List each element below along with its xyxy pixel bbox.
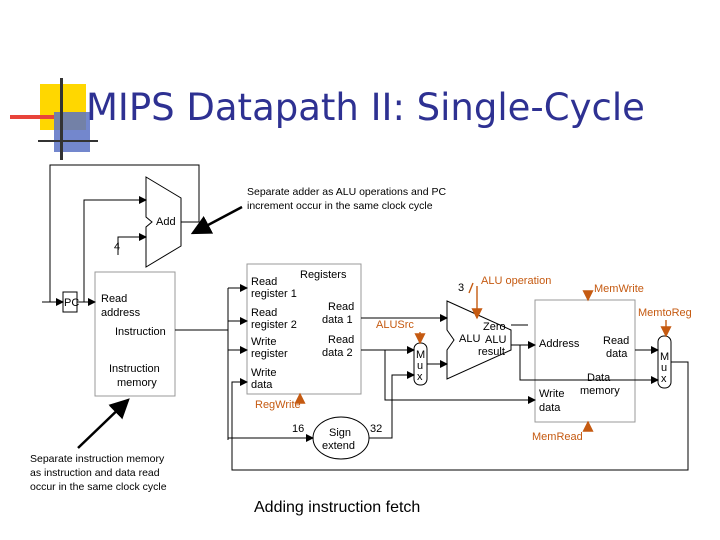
mux2-x: x: [661, 373, 667, 385]
memwrite-label: MemWrite: [594, 283, 644, 295]
registers-title: Registers: [300, 269, 347, 281]
alu-label-1: ALU: [459, 333, 480, 345]
alu-zero: Zero: [483, 321, 506, 333]
imem-note-2: as instruction and data read: [30, 467, 160, 479]
add-label: Add: [156, 216, 176, 228]
deco-horizontal-line: [38, 140, 98, 142]
deco-red-bar: [10, 115, 54, 119]
imem-instruction: Instruction: [115, 326, 166, 338]
imem-name-2: memory: [117, 377, 157, 389]
sign-extend: Sign extend 16 32: [292, 416, 382, 460]
alu-operation-label: ALU operation: [481, 275, 551, 287]
register-file: Registers Read register 1 Read register …: [246, 263, 362, 395]
write-data-b: data: [251, 379, 273, 391]
data-memory: Address Read data Write data Data memory: [534, 299, 636, 423]
deco-vertical-line: [60, 78, 63, 160]
dmem-write-data-a: Write: [539, 388, 564, 400]
alu-result: result: [478, 346, 505, 358]
alu-op-bits: 3: [458, 282, 464, 294]
slide-title: MIPS Datapath II: Single-Cycle: [86, 86, 645, 129]
imem-name-1: Instruction: [109, 363, 160, 375]
alusrc-label: ALUSrc: [376, 319, 414, 331]
adder-annotation: Separate adder as ALU operations and PC …: [190, 186, 446, 235]
pc-adder: Add: [145, 176, 182, 268]
dmem-name-1: Data: [587, 372, 611, 384]
write-reg-b: register: [251, 348, 288, 360]
alusrc-mux: M u x: [413, 342, 428, 386]
control-lines: [294, 282, 672, 432]
dmem-address: Address: [539, 338, 580, 350]
write-reg-a: Write: [251, 336, 276, 348]
regwrite-label: RegWrite: [255, 399, 301, 411]
slide-caption: Adding instruction fetch: [254, 499, 420, 516]
mux2-m: M: [660, 351, 669, 363]
read-reg1-a: Read: [251, 276, 277, 288]
sign-label-2: extend: [322, 440, 355, 452]
read-reg1-b: register 1: [251, 288, 297, 300]
mux1-u: u: [417, 360, 423, 372]
dmem-name-2: memory: [580, 385, 620, 397]
sign-label-1: Sign: [329, 427, 351, 439]
imem-read-address-1: Read: [101, 293, 127, 305]
dmem-read-data-a: Read: [603, 335, 629, 347]
read-data1-a: Read: [328, 301, 354, 313]
pc-register: PC: [62, 291, 79, 313]
datapath-wires: [42, 164, 689, 471]
mux1-m: M: [416, 349, 425, 361]
const-four: 4: [114, 241, 120, 253]
read-data2-b: data 2: [322, 347, 353, 359]
pc-label: PC: [64, 297, 79, 309]
instruction-memory: Read address Instruction Instruction mem…: [94, 271, 176, 397]
bits-32: 32: [370, 423, 382, 435]
imem-note-3: occur in the same clock cycle: [30, 481, 167, 493]
mux1-x: x: [417, 371, 423, 383]
read-data2-a: Read: [328, 334, 354, 346]
mux2-u: u: [661, 362, 667, 374]
imem-read-address-2: address: [101, 307, 141, 319]
imem-annotation: Separate instruction memory as instructi…: [30, 398, 167, 493]
memread-label: MemRead: [532, 431, 583, 443]
memtoreg-mux: M u x: [657, 335, 672, 389]
bits-16: 16: [292, 423, 304, 435]
read-reg2-a: Read: [251, 307, 277, 319]
adder-note-2: increment occur in the same clock cycle: [247, 200, 433, 212]
memtoreg-label: MemtoReg: [638, 307, 692, 319]
imem-note-1: Separate instruction memory: [30, 453, 165, 465]
alu-label-2: ALU: [485, 334, 506, 346]
write-data-a: Write: [251, 367, 276, 379]
read-reg2-b: register 2: [251, 319, 297, 331]
dmem-read-data-b: data: [606, 348, 628, 360]
dmem-write-data-b: data: [539, 402, 561, 414]
read-data1-b: data 1: [322, 314, 353, 326]
alu: Zero ALU ALU result: [446, 300, 512, 380]
adder-note-1: Separate adder as ALU operations and PC: [247, 186, 446, 198]
